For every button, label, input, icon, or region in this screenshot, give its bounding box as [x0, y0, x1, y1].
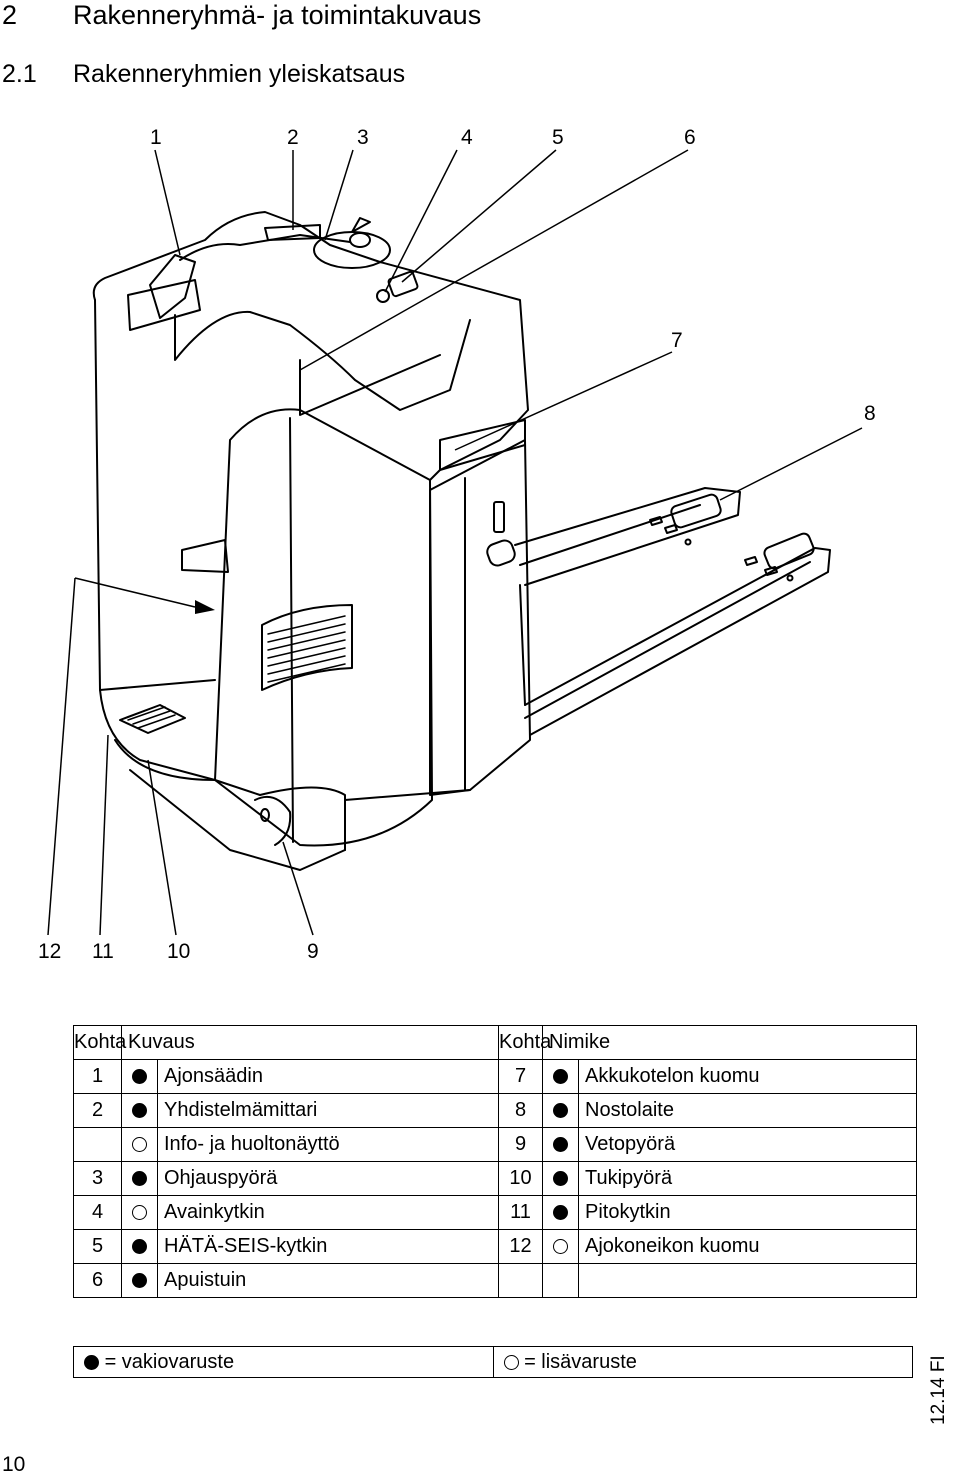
header-left-desc: Kuvaus [121, 1025, 499, 1060]
equipment-symbol [542, 1195, 579, 1230]
standard-dot-icon [553, 1171, 568, 1187]
equipment-symbol [542, 1127, 579, 1162]
callout-6: 6 [684, 126, 696, 149]
item-number [73, 1127, 122, 1162]
standard-dot-icon [132, 1069, 147, 1085]
item-number: 9 [498, 1127, 543, 1162]
standard-dot-icon [132, 1273, 147, 1289]
equipment-symbol [542, 1059, 579, 1094]
legend-standard: = vakiovaruste [73, 1346, 494, 1378]
item-number: 6 [73, 1263, 122, 1298]
item-number: 5 [73, 1229, 122, 1264]
item-number: 1 [73, 1059, 122, 1094]
header-right-desc: Nimike [542, 1025, 917, 1060]
standard-dot-icon [132, 1171, 147, 1187]
callout-4: 4 [461, 126, 473, 149]
item-number: 10 [498, 1161, 543, 1196]
equipment-symbol [121, 1263, 158, 1298]
pallet-truck-drawing [47, 149, 863, 936]
callout-5: 5 [552, 126, 564, 149]
equipment-symbol [542, 1263, 579, 1298]
callout-8: 8 [864, 402, 876, 425]
item-name: Tukipyörä [578, 1161, 917, 1196]
item-description: HÄTÄ-SEIS-kytkin [157, 1229, 499, 1264]
item-number: 3 [73, 1161, 122, 1196]
callout-2: 2 [287, 126, 299, 149]
optional-circle-icon [132, 1137, 147, 1153]
page-number: 10 [2, 1453, 26, 1476]
header-right-num: Kohta [498, 1025, 551, 1060]
standard-dot-icon [553, 1069, 568, 1085]
standard-dot-icon [553, 1103, 568, 1119]
subheading-number: 2.1 [2, 60, 37, 88]
item-description: Avainkytkin [157, 1195, 499, 1230]
item-description: Apuistuin [157, 1263, 499, 1298]
header-left-num: Kohta [73, 1025, 126, 1060]
edition-label: 12.14 FI [928, 1355, 949, 1425]
legend-standard-label: = vakiovaruste [104, 1350, 235, 1373]
table-row: 6 Apuistuin [73, 1263, 917, 1298]
equipment-symbol [121, 1127, 158, 1162]
optional-circle-icon [132, 1205, 147, 1221]
equipment-symbol [542, 1093, 579, 1128]
equipment-symbol [121, 1161, 158, 1196]
callout-9: 9 [307, 940, 319, 963]
callout-7: 7 [671, 329, 683, 352]
item-name: Vetopyörä [578, 1127, 917, 1162]
item-name [578, 1263, 917, 1298]
standard-dot-icon [553, 1137, 568, 1153]
item-number: 7 [498, 1059, 543, 1094]
item-number: 4 [73, 1195, 122, 1230]
callout-12: 12 [38, 940, 62, 963]
standard-dot-icon [553, 1205, 568, 1221]
item-number: 8 [498, 1093, 543, 1128]
callout-1: 1 [150, 126, 162, 149]
standard-dot-icon [132, 1103, 147, 1119]
item-number: 11 [498, 1195, 543, 1230]
optional-circle-icon [553, 1239, 568, 1255]
optional-circle-icon [503, 1354, 519, 1370]
equipment-symbol [121, 1093, 158, 1128]
item-number: 2 [73, 1093, 122, 1128]
legend-optional-label: = lisävaruste [524, 1350, 637, 1373]
standard-dot-icon [84, 1354, 99, 1370]
item-number [498, 1263, 543, 1298]
equipment-symbol [121, 1059, 158, 1094]
subheading-title: Rakenneryhmien yleiskatsaus [73, 60, 406, 88]
standard-dot-icon [132, 1239, 147, 1255]
legend-optional: = lisävaruste [492, 1346, 913, 1378]
item-name: Nostolaite [578, 1093, 917, 1128]
equipment-symbol [542, 1161, 579, 1196]
callout-3: 3 [357, 126, 369, 149]
callout-11: 11 [92, 940, 114, 963]
item-description: Ajonsäädin [157, 1059, 499, 1094]
item-description: Ohjauspyörä [157, 1161, 499, 1196]
heading-title: Rakenneryhmä- ja toimintakuvaus [73, 0, 482, 30]
equipment-symbol [542, 1229, 579, 1264]
item-name: Akkukotelon kuomu [578, 1059, 917, 1094]
item-description: Info- ja huoltonäyttö [157, 1127, 499, 1162]
item-description: Yhdistelmämittari [157, 1093, 499, 1128]
item-name: Pitokytkin [578, 1195, 917, 1230]
legend-table: = vakiovaruste = lisävaruste [73, 1346, 913, 1378]
item-name: Ajokoneikon kuomu [578, 1229, 917, 1264]
equipment-symbol [121, 1195, 158, 1230]
heading-number: 2 [2, 0, 18, 30]
callout-10: 10 [167, 940, 191, 963]
item-number: 12 [498, 1229, 543, 1264]
equipment-symbol [121, 1229, 158, 1264]
